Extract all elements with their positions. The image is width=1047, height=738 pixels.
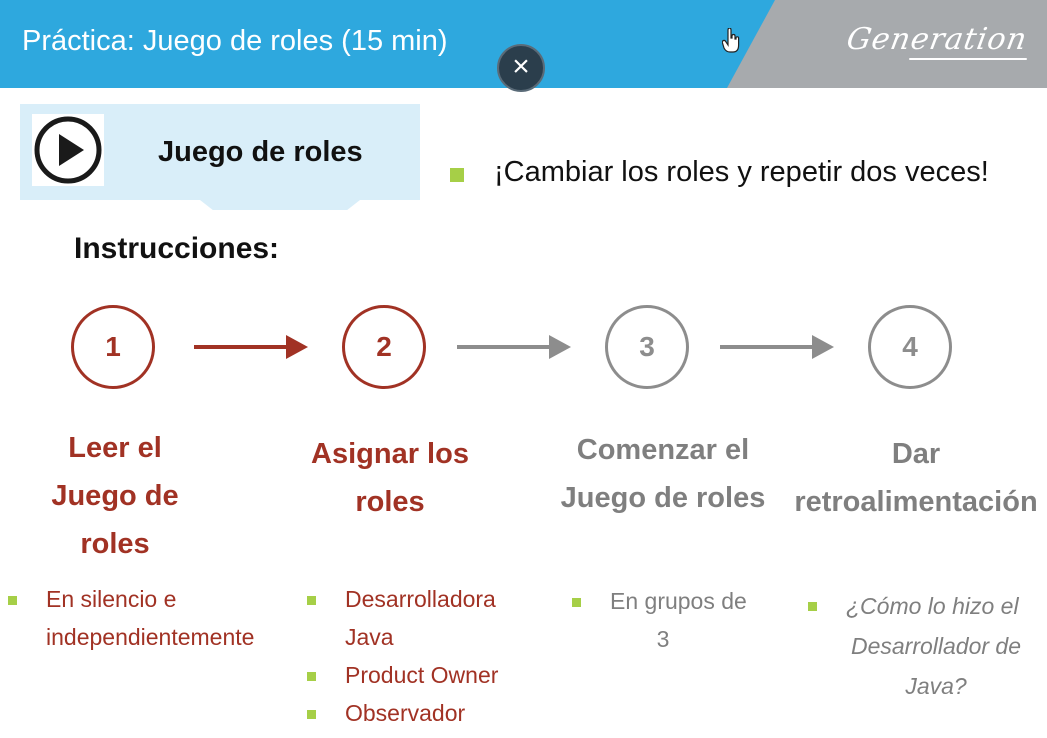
list-item: Product Owner <box>307 656 498 694</box>
list-item: En silencio e <box>8 580 254 618</box>
step-4-title-line: Dar <box>891 438 941 470</box>
instructions-heading: Instrucciones: <box>74 232 280 265</box>
step-2-title-line: roles <box>355 486 425 518</box>
play-icon-frame <box>32 114 104 186</box>
step-4-title-line: retroalimentación <box>794 486 1038 518</box>
step-1-title-line: Leer el <box>68 432 162 464</box>
play-circle-icon[interactable] <box>32 114 104 186</box>
step-2-title-line: Asignar los <box>311 438 469 470</box>
step-2-circle: 2 <box>342 305 426 389</box>
list-item-text: En silencio e <box>46 586 177 612</box>
step-3-title-line: Comenzar el <box>576 434 750 466</box>
step-4-bullets: ¿Cómo lo hizo el Desarrollador de Java? <box>808 586 1038 706</box>
step-1-title-line: roles <box>80 528 150 560</box>
list-item-text: 3 <box>656 626 670 652</box>
step-4-title: Dar retroalimentación <box>790 430 1042 526</box>
slide-title: Práctica: Juego de roles (15 min) <box>22 25 448 57</box>
list-item-text: Java? <box>905 673 967 699</box>
bullet-square <box>450 168 464 182</box>
step-2-bullets: Desarrolladora Java Product Owner Observ… <box>307 580 498 732</box>
step-3-bullets: En grupos de 3 <box>572 582 772 658</box>
hand-cursor-icon <box>722 28 740 53</box>
step-1-title-line: Juego de <box>51 480 179 512</box>
bullet-square <box>307 672 316 681</box>
arrow-right-icon <box>720 335 834 359</box>
list-item: Desarrolladora <box>307 580 498 618</box>
step-1-circle: 1 <box>71 305 155 389</box>
list-item-text: Desarrollador de <box>850 633 1022 659</box>
bullet-square <box>307 710 316 719</box>
step-1-bullets: En silencio e independientemente <box>8 580 254 656</box>
top-bullet-text: ¡Cambiar los roles y repetir dos veces! <box>494 156 989 188</box>
list-item-text: En grupos de <box>610 588 747 614</box>
list-item-text: independientemente <box>46 624 255 650</box>
step-3-title-line: Juego de roles <box>560 482 766 514</box>
header-grey-band <box>727 0 1047 88</box>
close-button[interactable]: × <box>497 44 545 92</box>
list-item-text: Desarrolladora <box>345 586 496 612</box>
play-card[interactable]: Juego de roles <box>20 104 420 200</box>
step-3-title: Comenzar el Juego de roles <box>548 426 778 522</box>
step-3-circle: 3 <box>605 305 689 389</box>
list-item-text: ¿Cómo lo hizo el <box>846 593 1019 619</box>
list-item-text: Java <box>345 624 394 650</box>
arrow-right-icon <box>457 335 571 359</box>
list-item-text: Product Owner <box>345 662 499 688</box>
logo-underline <box>909 58 1027 60</box>
list-item-text: Observador <box>345 700 466 726</box>
play-card-label: Juego de roles <box>158 136 363 168</box>
step-1-title: Leer el Juego de roles <box>20 424 210 568</box>
generation-logo: Generation <box>843 22 1031 57</box>
step-2-title: Asignar los roles <box>280 430 500 526</box>
bullet-square <box>8 596 17 605</box>
list-item: Observador <box>307 694 498 732</box>
bullet-square <box>307 596 316 605</box>
play-card-tab <box>200 200 360 210</box>
step-4-circle: 4 <box>868 305 952 389</box>
list-item: independientemente <box>8 618 254 656</box>
arrow-right-icon <box>194 335 308 359</box>
bullet-square <box>572 598 581 607</box>
list-item: Java <box>307 618 498 656</box>
bullet-square <box>808 602 817 611</box>
